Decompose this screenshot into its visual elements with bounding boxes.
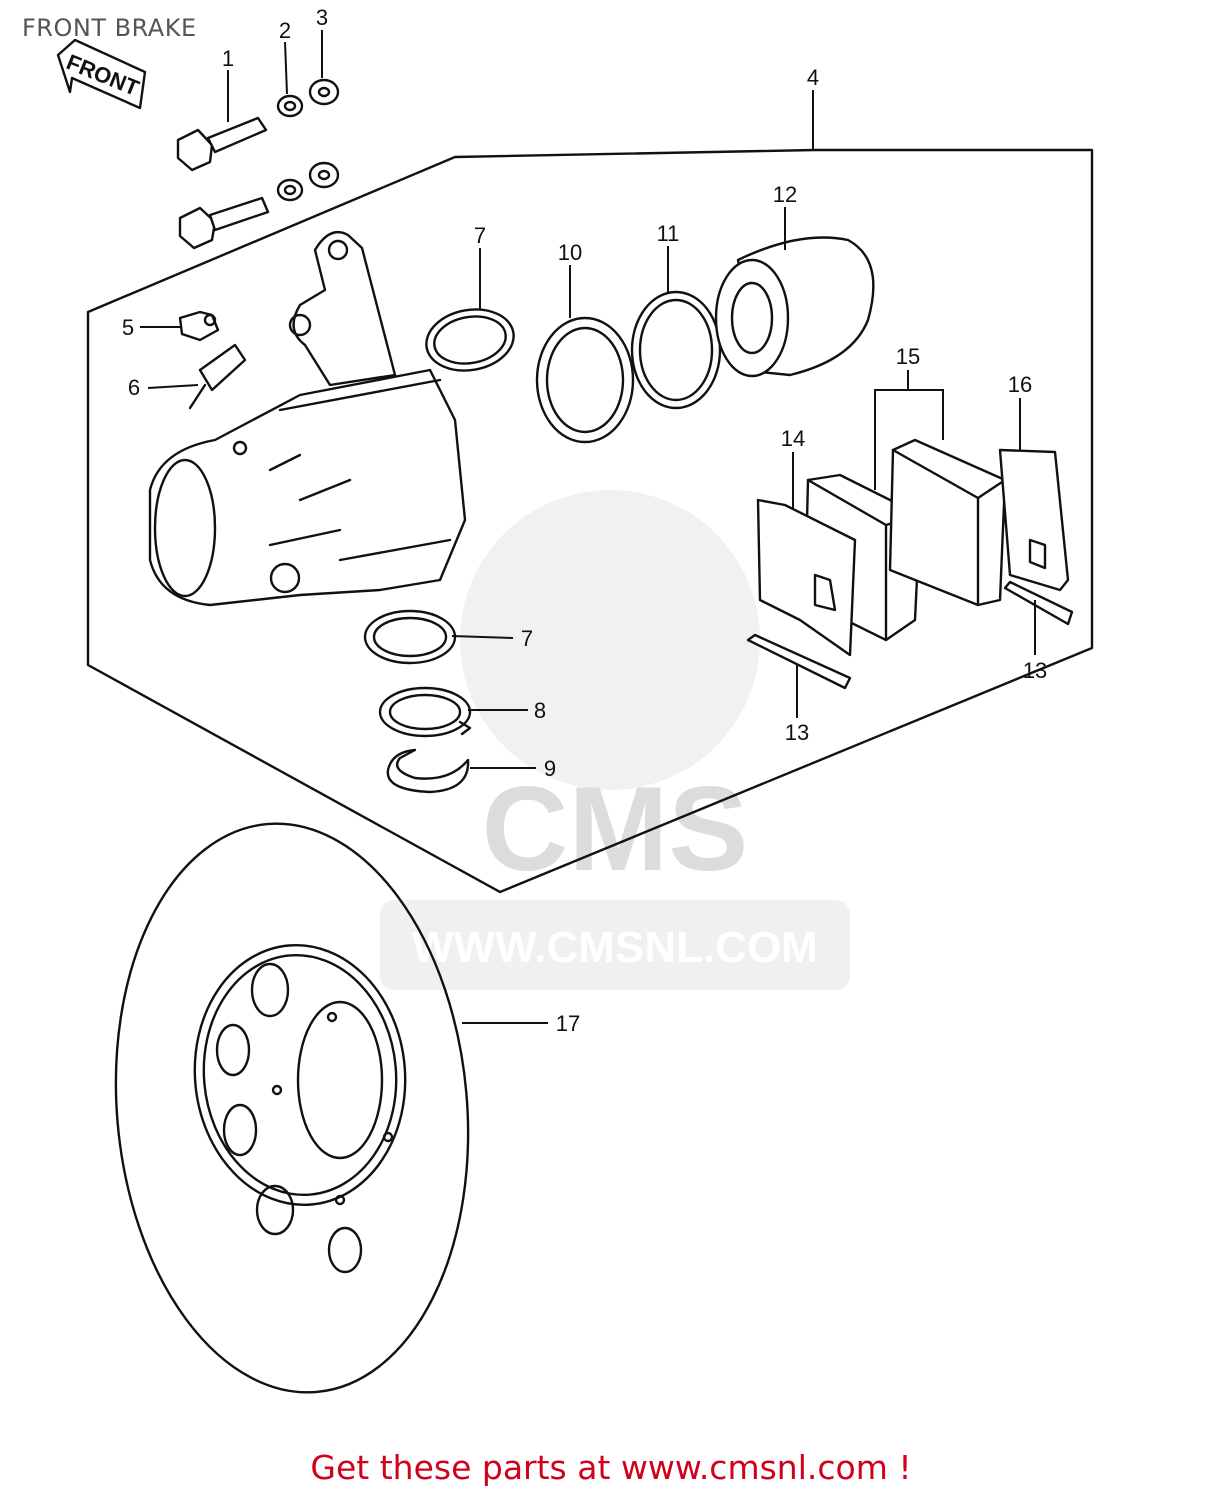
piston-seal-upper <box>425 308 515 372</box>
bleeder-cap <box>178 310 220 342</box>
watermark-brand: CMS <box>482 762 749 896</box>
dust-seal <box>535 316 635 444</box>
lock-washer-lower <box>276 178 304 202</box>
callout-10: 10 <box>558 240 582 265</box>
anti-rattle-spring-lower <box>746 633 852 690</box>
callout-9: 9 <box>544 756 556 781</box>
page-title: FRONT BRAKE <box>22 14 197 42</box>
front-direction-tag: FRONT <box>56 38 147 110</box>
pad-shim-outer <box>998 448 1070 592</box>
callout-5: 5 <box>122 315 134 340</box>
piston-seal <box>630 290 722 410</box>
callout-7a: 7 <box>474 223 486 248</box>
retaining-ring <box>378 686 472 738</box>
piston <box>714 236 875 378</box>
callout-12: 12 <box>773 182 797 207</box>
piston-seal-lower <box>363 609 457 665</box>
callout-3: 3 <box>316 5 328 30</box>
callout-1: 1 <box>222 46 234 71</box>
circlip <box>386 748 470 794</box>
callout-13b: 13 <box>785 720 809 745</box>
callout-2: 2 <box>279 18 291 43</box>
watermark-url: WWW.CMSNL.COM <box>412 923 818 972</box>
callout-14: 14 <box>781 426 805 451</box>
callout-labels: 1 2 3 4 5 6 7 10 11 12 15 16 14 13 13 7 … <box>122 5 1047 1036</box>
callout-17: 17 <box>556 1011 580 1036</box>
bleeder-valve <box>188 343 247 410</box>
flat-washer-lower <box>308 161 340 189</box>
caliper-body <box>148 230 467 607</box>
anti-rattle-spring-right <box>1003 580 1074 626</box>
caliper-assembly-outline <box>86 148 1094 894</box>
brake-disc <box>114 822 470 1394</box>
callout-4: 4 <box>807 65 819 90</box>
flat-washer-upper <box>308 78 340 106</box>
callout-16: 16 <box>1008 372 1032 397</box>
callout-leaders <box>140 30 1036 1024</box>
callout-8: 8 <box>534 698 546 723</box>
callout-6: 6 <box>128 375 140 400</box>
callout-7b: 7 <box>521 626 533 651</box>
bolt-lower <box>178 196 270 250</box>
lock-washer-upper <box>276 94 304 118</box>
brake-pad-outer <box>888 438 1007 607</box>
callout-13a: 13 <box>1023 658 1047 683</box>
pad-shim-inner <box>756 498 857 657</box>
bolt-upper <box>176 116 268 172</box>
callout-11: 11 <box>657 221 680 246</box>
cms-watermark: CMS WWW.CMSNL.COM <box>380 490 850 990</box>
callout-15: 15 <box>896 344 920 369</box>
get-parts-link[interactable]: Get these parts at www.cmsnl.com ! <box>310 1448 912 1487</box>
